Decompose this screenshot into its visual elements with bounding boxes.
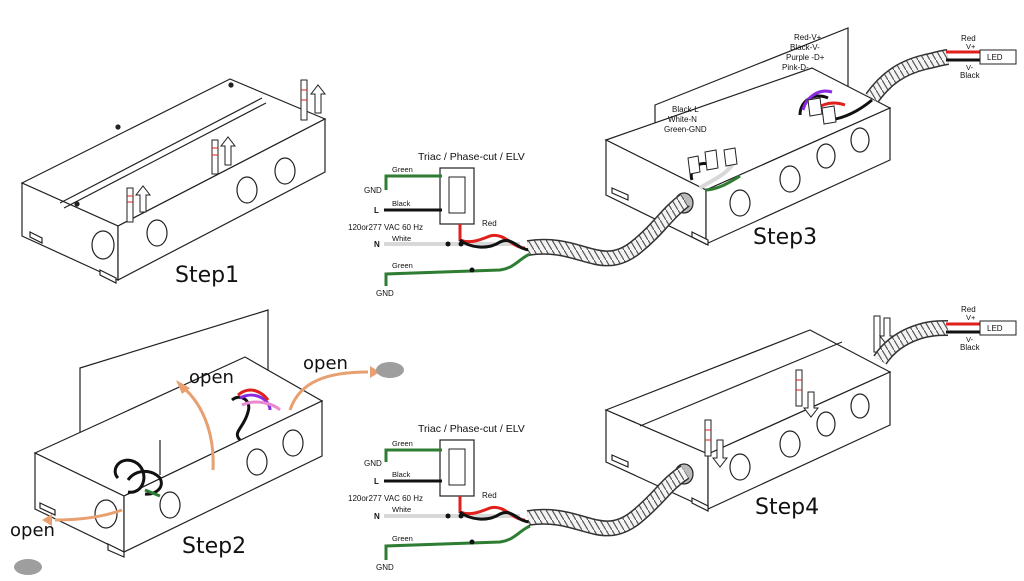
led-red-bottom: Red [961, 305, 976, 314]
step2-wires [113, 388, 282, 498]
step1-label: Step1 [175, 263, 239, 288]
step4-label: Step4 [755, 495, 819, 520]
step1-box [20, 78, 327, 284]
input-title-bottom: Triac / Phase-cut / ELV [418, 423, 525, 435]
led-black-bottom: Black [960, 343, 981, 352]
step4-box [604, 329, 892, 512]
label-red-bottom-panel: Red [482, 491, 497, 500]
knockout-disc-right [376, 362, 404, 378]
led-red-top: Red [961, 34, 976, 43]
step3-label: Step3 [753, 225, 817, 250]
led-vplus-top: V+ [966, 42, 976, 51]
label-n-top: N [374, 240, 380, 249]
step3-box [604, 27, 892, 246]
led-vminus-top: V- [966, 63, 974, 72]
led-output-top: LED Red V+ V- Black [946, 34, 1017, 80]
label-gnd-top: GND [364, 186, 382, 195]
input-panel-top: Triac / Phase-cut / ELV Green GND Black … [348, 151, 531, 298]
conduits [526, 49, 950, 537]
step3-wire-nuts [687, 97, 837, 175]
led-black-top: Black [960, 71, 981, 80]
dimmer-slot-top [448, 176, 466, 214]
label-black-top: Black [392, 199, 411, 208]
step3-label-white-n: White-N [668, 115, 697, 124]
step3-label-red-v: Red-V+ [794, 33, 822, 42]
step3-label-purple-d: Purple -D+ [786, 53, 825, 62]
input-panel-bottom: Triac / Phase-cut / ELV Green GND Black … [348, 423, 531, 572]
led-text-bottom: LED [987, 324, 1003, 333]
label-vac-bottom-panel: 120or277 VAC 60 Hz [348, 494, 423, 503]
led-box-bottom [979, 320, 1017, 336]
step3-label-pink-d: Pink-D- [782, 63, 809, 72]
step3-label-black-l: Black-L [672, 105, 699, 114]
label-green2-bottom-panel: Green [392, 534, 413, 543]
label-green-bottom-panel: Green [392, 439, 413, 448]
step2-box [33, 309, 324, 558]
step2-label: Step2 [182, 534, 246, 559]
label-white-top: White [392, 234, 411, 243]
label-n-bottom-panel: N [374, 512, 380, 521]
label-gnd2-bottom-panel: GND [376, 563, 394, 572]
label-green-top: Green [392, 165, 413, 174]
led-vplus-bottom: V+ [966, 313, 976, 322]
led-box-top [979, 49, 1017, 65]
label-green-bottom-top: Green [392, 261, 413, 270]
open-label-left: open [10, 520, 55, 541]
open-arrow-heads [42, 366, 380, 526]
led-text-top: LED [987, 53, 1003, 62]
label-red-top: Red [482, 219, 497, 228]
label-gnd-bottom-panel: GND [364, 459, 382, 468]
led-output-bottom: LED Red V+ V- Black [946, 305, 1017, 352]
label-gnd-bottom-top: GND [376, 289, 394, 298]
step3-label-green-gnd: Green-GND [664, 125, 707, 134]
open-label-center: open [189, 367, 234, 388]
step1-screws [126, 79, 327, 223]
open-label-right: open [303, 353, 348, 374]
step3-label-black-v: Black-V- [790, 43, 820, 52]
label-black-bottom-panel: Black [392, 470, 411, 479]
label-vac-top: 120or277 VAC 60 Hz [348, 223, 423, 232]
label-l-bottom-panel: L [374, 477, 379, 486]
dimmer-slot-bottom [448, 448, 466, 486]
knockout-disc-left [14, 559, 42, 575]
input-title-top: Triac / Phase-cut / ELV [418, 151, 525, 163]
led-vminus-bottom: V- [966, 335, 974, 344]
label-l-top: L [374, 206, 379, 215]
label-white-bottom-panel: White [392, 505, 411, 514]
